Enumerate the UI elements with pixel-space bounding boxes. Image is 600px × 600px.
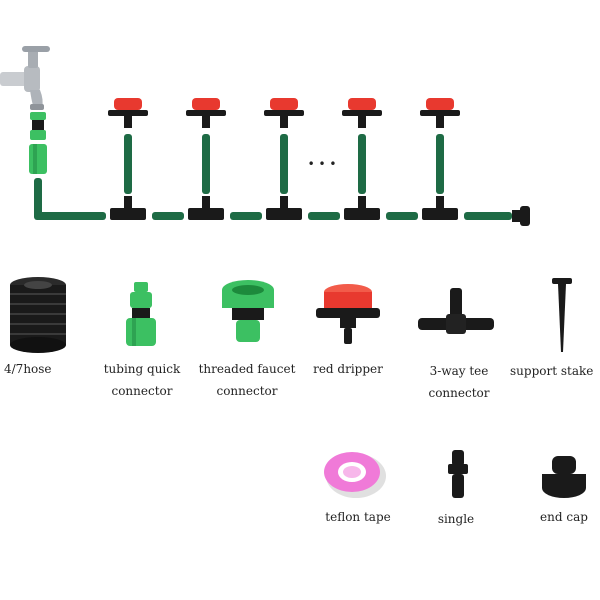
label-tee-connector: 3-way tee connector [428,364,490,400]
main-tube-vertical [34,178,42,218]
faucet-connector-icon [222,280,274,342]
faucet-icon [0,46,50,110]
tee-connector-icon [418,288,494,334]
label-faucet-connector: threaded faucet connector [198,362,296,398]
label-red-dripper: red dripper [313,362,383,376]
end-cap-part-icon [542,456,586,498]
main-tube-horizontal [34,212,512,220]
dripper-2 [186,98,226,220]
label-single: single [437,512,475,526]
dripper-4 [342,98,382,220]
ellipsis-label: • • • [308,157,337,171]
dripper-5 [420,98,460,220]
single-connector-icon [448,450,468,498]
label-teflon-tape: teflon tape [325,510,391,524]
stake-icon [552,278,572,352]
label-quick-connector: tubing quick connector [103,362,181,398]
label-end-cap: end cap [540,510,588,524]
faucet-connector-assembly [29,112,47,174]
tape-icon [324,452,386,498]
label-support-stake: support stake [510,364,594,378]
hose-roll-icon [10,277,66,353]
label-hose: 4/7hose [4,362,52,376]
dripper-1 [108,98,148,220]
dripper-3 [264,98,304,220]
quick-connector-icon [126,282,156,346]
end-cap-icon [512,206,530,226]
dripper-icon [316,284,380,344]
